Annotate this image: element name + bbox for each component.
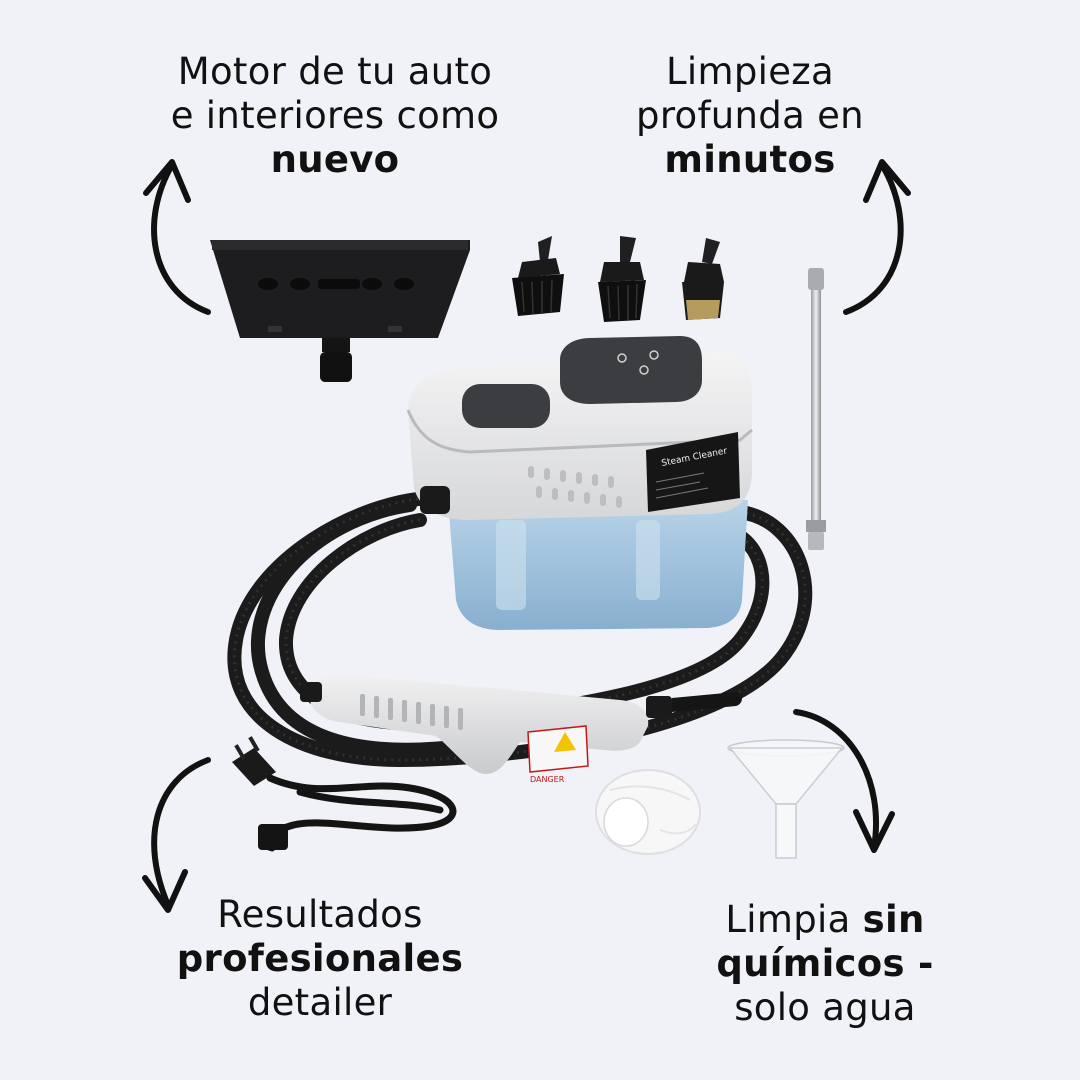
window-squeegee-attachment (210, 240, 470, 382)
curved-arrow-down-icon (142, 757, 211, 913)
caption-engine-interiors: Motor de tu auto e interiores como nuevo (135, 50, 535, 182)
caption-line: Limpia sin (725, 898, 925, 941)
caption-line: Motor de tu auto (177, 50, 493, 93)
caption-line: Limpieza (666, 50, 834, 93)
caption-line-bold: químicos - (716, 942, 934, 985)
water-funnel (727, 739, 845, 859)
round-brush-attachment (512, 236, 564, 316)
extension-rod-attachment (806, 268, 826, 550)
caption-no-chemicals: Limpia sin químicos - solo agua (680, 898, 970, 1030)
caption-deep-clean: Limpieza profunda en minutos (590, 50, 910, 182)
caption-line: Resultados (217, 893, 423, 936)
caption-line-bold: profesionales (176, 937, 464, 980)
angled-brush-attachment (598, 236, 646, 322)
caption-line-bold: minutos (664, 138, 836, 181)
steam-cleaner-body: Steam Cleaner (406, 336, 753, 630)
danger-warning-label: DANGER (530, 775, 565, 784)
caption-pro-results: Resultados profesionales detailer (140, 893, 500, 1025)
steam-gun-handle: DANGER (300, 674, 742, 784)
caption-line: profunda en (636, 94, 864, 137)
caption-line: detailer (247, 981, 393, 1024)
power-cord (232, 736, 457, 852)
caption-line: solo agua (734, 986, 916, 1029)
caption-line: e interiores como (170, 94, 500, 137)
curved-arrow-up-icon (143, 159, 211, 315)
caption-line-bold: nuevo (270, 138, 400, 181)
curved-arrow-down-icon (793, 709, 895, 853)
brass-brush-attachment (682, 238, 724, 320)
microfiber-cloth (595, 769, 701, 855)
curved-arrow-up-icon (843, 159, 911, 315)
